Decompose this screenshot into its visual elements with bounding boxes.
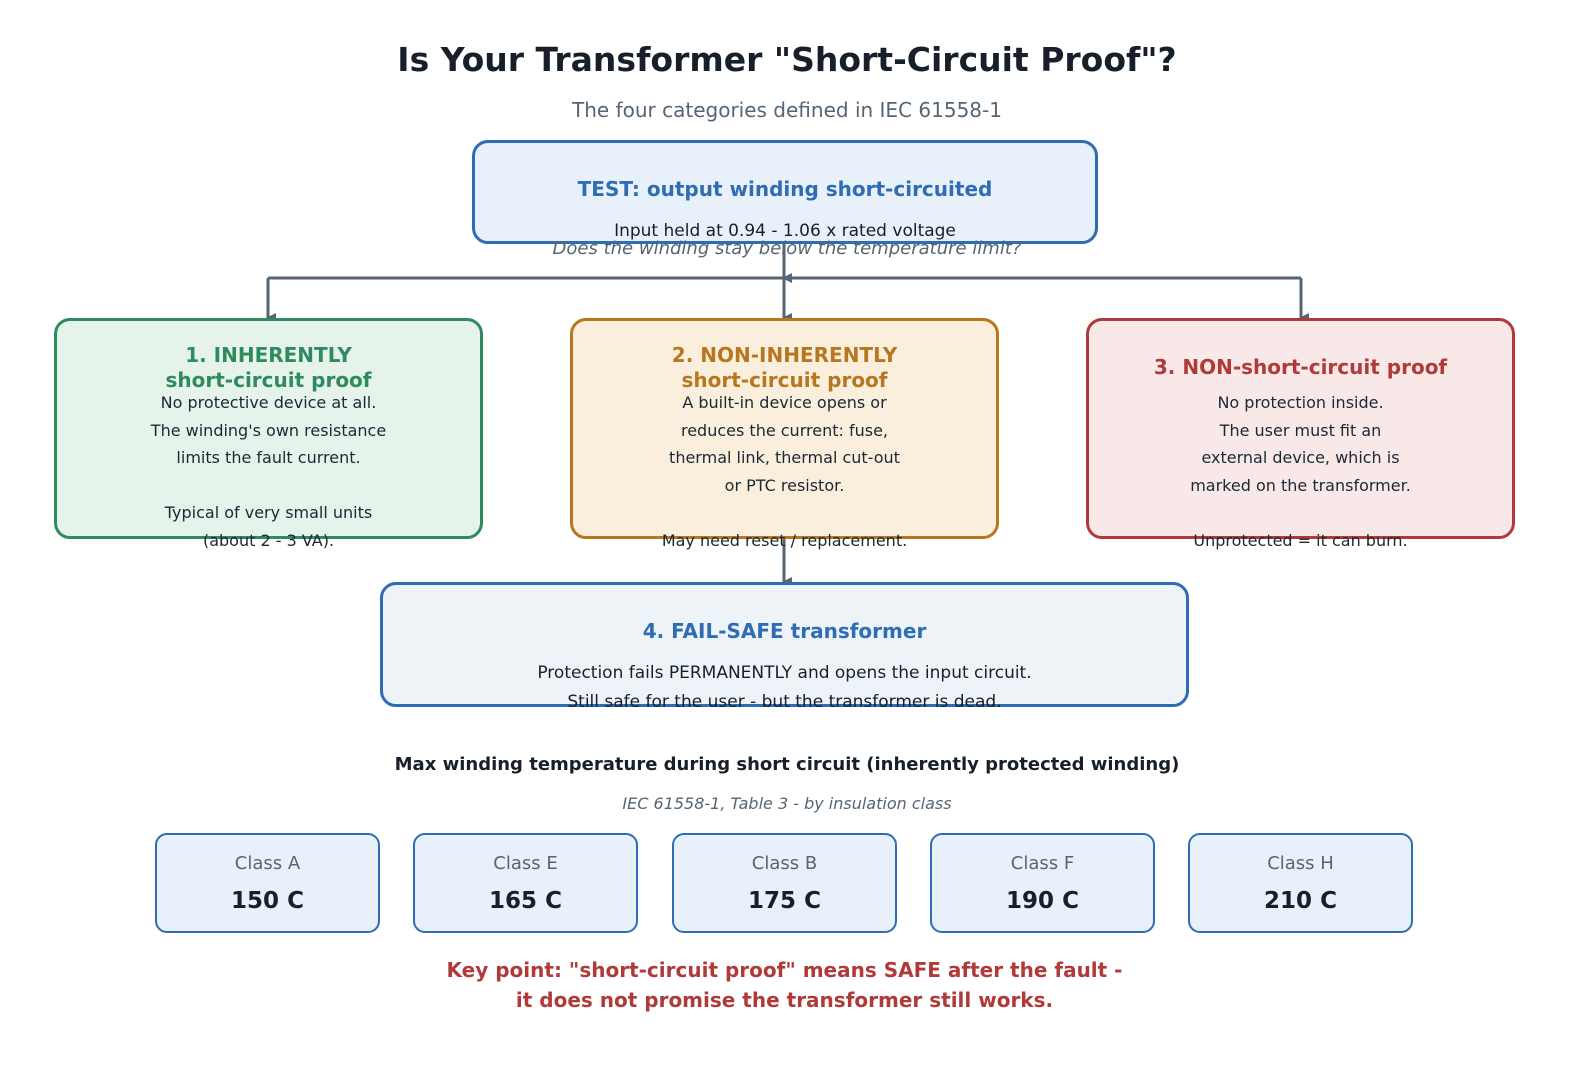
class-temperature-limit: 165 C — [489, 888, 562, 914]
category-inherently-proof: 1. INHERENTLY short-circuit proof No pro… — [54, 318, 483, 550]
temperature-heading: Max winding temperature during short cir… — [394, 754, 1180, 775]
insulation-class-card: Class F 190 C — [930, 833, 1155, 933]
key-point-line-2: it does not promise the transformer stil… — [515, 988, 1054, 1012]
test-box: TEST: output winding short-circuited Inp… — [472, 140, 1098, 244]
class-name: Class E — [493, 853, 558, 874]
page-subtitle: The four categories defined in IEC 61558… — [572, 98, 1002, 122]
category-title: 4. FAIL-SAFE transformer — [642, 619, 927, 643]
class-name: Class A — [234, 853, 301, 874]
test-condition: Input held at 0.94 - 1.06 x rated voltag… — [614, 221, 956, 241]
category-description: No protection inside. The user must fit … — [1190, 393, 1411, 550]
class-temperature-limit: 210 C — [1264, 888, 1337, 914]
insulation-class-card: Class B 175 C — [672, 833, 897, 933]
insulation-class-card: Class A 150 C — [155, 833, 380, 933]
category-description: No protective device at all. The winding… — [150, 393, 387, 550]
key-point-line-1: Key point: "short-circuit proof" means S… — [446, 958, 1123, 982]
category-title: 3. NON-short-circuit proof — [1153, 355, 1448, 379]
test-question: Does the winding stay below the temperat… — [552, 238, 1022, 259]
category-non-inherently-proof: 2. NON-INHERENTLY short-circuit proof A … — [570, 318, 999, 550]
category-title: 2. NON-INHERENTLY short-circuit proof — [671, 343, 898, 392]
category-fail-safe: 4. FAIL-SAFE transformer Protection fail… — [380, 582, 1189, 712]
category-non-short-circuit-proof: 3. NON-short-circuit proof No protection… — [1086, 318, 1515, 550]
class-name: Class B — [751, 853, 818, 874]
test-title: TEST: output winding short-circuited — [577, 177, 993, 201]
page-title: Is Your Transformer "Short-Circuit Proof… — [397, 40, 1177, 79]
insulation-class-card: Class H 210 C — [1188, 833, 1413, 933]
class-name: Class F — [1010, 853, 1075, 874]
insulation-class-card: Class E 165 C — [413, 833, 638, 933]
category-description: A built-in device opens or reduces the c… — [661, 393, 908, 550]
category-description: Protection fails PERMANENTLY and opens t… — [537, 663, 1032, 712]
class-name: Class H — [1267, 853, 1334, 874]
class-temperature-limit: 150 C — [231, 888, 304, 914]
class-temperature-limit: 190 C — [1006, 888, 1079, 914]
class-temperature-limit: 175 C — [748, 888, 821, 914]
category-title: 1. INHERENTLY short-circuit proof — [165, 343, 372, 392]
temperature-source: IEC 61558-1, Table 3 - by insulation cla… — [622, 794, 952, 813]
